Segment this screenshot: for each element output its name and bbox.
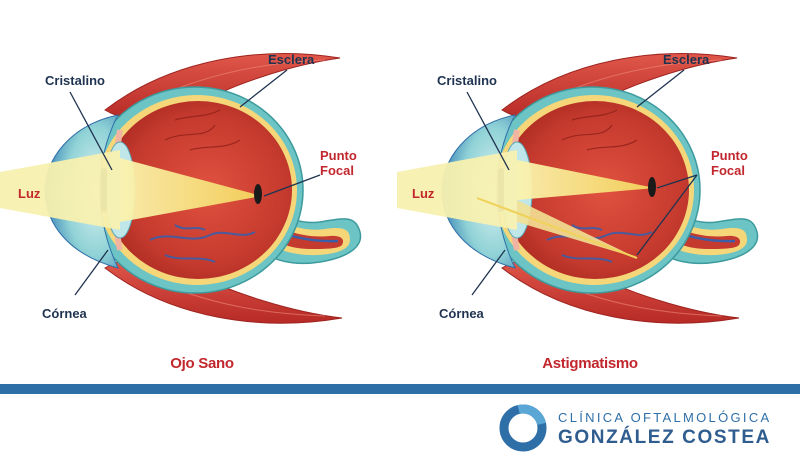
caption-astigmatism: Astigmatismo <box>542 355 638 372</box>
label-punto-focal-line1: Punto <box>711 148 748 163</box>
label-punto-focal-line2: Focal <box>711 163 745 178</box>
label-esclera: Esclera <box>268 52 315 67</box>
label-cristalino: Cristalino <box>437 73 497 88</box>
logo-text-line2: GONZÁLEZ COSTEA <box>558 427 771 448</box>
logo-text-line1: CLÍNICA OFTALMOLÓGICA <box>558 410 772 425</box>
focal-point-marker <box>254 184 262 204</box>
focal-point-marker-1 <box>648 177 656 197</box>
label-cristalino: Cristalino <box>45 73 105 88</box>
label-cornea: Córnea <box>439 306 485 321</box>
eye-healthy: Cristalino Esclera Punto Focal Luz Córne… <box>0 52 361 323</box>
caption-healthy-eye: Ojo Sano <box>170 355 234 372</box>
eye-diagrams: Cristalino Esclera Punto Focal Luz Córne… <box>0 0 800 380</box>
divider-band <box>0 384 800 394</box>
eye-astigmatism: Cristalino Esclera Punto Focal Luz Córne… <box>397 52 758 323</box>
logo-ring-icon <box>499 404 547 452</box>
clinic-logo: CLÍNICA OFTALMOLÓGICA GONZÁLEZ COSTEA <box>498 403 798 461</box>
label-punto-focal-line1: Punto <box>320 148 357 163</box>
label-cornea: Córnea <box>42 306 88 321</box>
label-luz: Luz <box>412 186 435 201</box>
label-punto-focal-line2: Focal <box>320 163 354 178</box>
label-luz: Luz <box>18 186 41 201</box>
label-esclera: Esclera <box>663 52 710 67</box>
